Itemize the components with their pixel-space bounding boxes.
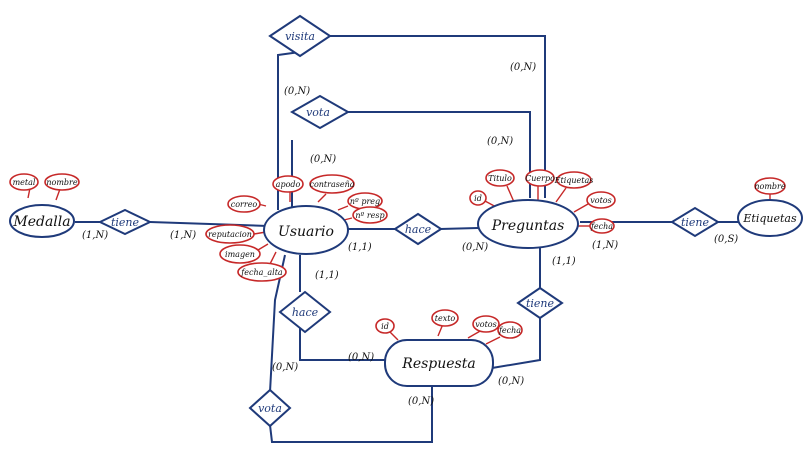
card-preguntas-etiquetas: (1,N) [592,240,618,251]
attr-preguntas-votos: votos [586,191,616,209]
card-respuesta-tiene: (0,N) [498,376,524,387]
attr-usuario-nresp: nº resp [352,206,388,224]
cardinalities: (1,N) (1,N) (0,N) (0,N) (0,N) (0,N) (1,1… [82,62,738,407]
attr-preguntas-fecha: fecha [589,218,615,234]
rel-hace-respuesta: hace [278,290,332,334]
card-preguntas-hace: (0,N) [462,242,488,253]
entity-respuesta: Respuesta [384,339,494,387]
rel-label: tiene [526,297,555,310]
attr-label: nombre [46,178,78,187]
attribute-lines [27,185,771,345]
rel-label: visita [285,30,315,43]
rel-label: vota [306,106,330,119]
attr-respuesta-id: id [375,318,395,334]
entity-label: Respuesta [401,356,475,372]
attr-usuario-contrasena: contraseña [309,174,355,194]
attr-label: fecha [498,326,521,335]
attr-label: Etiquetas [554,176,594,185]
attr-label: votos [475,320,496,329]
attr-label: contraseña [309,180,354,189]
rel-label: hace [405,223,432,236]
attr-label: nombre [754,182,786,191]
card-vota-resp-respuesta: (0,N) [408,396,434,407]
attr-usuario-imagen: imagen [219,244,261,264]
entity-label: Preguntas [491,218,565,234]
rel-label: tiene [111,216,140,229]
entity-usuario: Usuario [263,205,349,255]
card-vota-preguntas: (0,N) [487,136,513,147]
entity-etiquetas: Etiquetas [737,199,803,237]
entity-medalla: Medalla [9,204,75,238]
attr-medalla-metal: metal [9,173,39,191]
attr-label: id [474,194,482,203]
rel-tiene-medalla: tiene [97,208,153,236]
attr-respuesta-fecha: fecha [497,321,523,339]
rel-tiene-respuesta: tiene [516,286,564,320]
rel-label: tiene [681,216,710,229]
attr-label: correo [231,200,258,209]
attr-respuesta-votos: votos [472,315,500,333]
rel-visita: visita [268,14,332,58]
card-respuesta-hace: (0,N) [348,352,374,363]
attr-label: votos [590,196,611,205]
attr-preguntas-cuerpo: Cuerpo [525,169,555,187]
attr-preguntas-id: id [469,190,487,206]
attr-label: imagen [225,250,255,259]
entity-label: Usuario [278,224,334,240]
card-usuario-hace: (1,1) [348,242,372,253]
attr-label: fecha_alta [240,268,283,277]
rel-hace-pregunta: hace [393,212,443,246]
attr-label: nº resp [355,211,384,220]
entity-preguntas: Preguntas [477,199,579,249]
attr-label: apodo [276,180,301,189]
attr-label: nº preg [350,197,380,206]
attr-label: texto [435,314,456,323]
card-etiquetas-tiene: (0,S) [714,234,738,245]
card-usuario-tiene: (1,N) [170,230,196,241]
attr-label: metal [13,178,36,187]
card-usuario-hace-resp: (1,1) [315,270,339,281]
entity-label: Medalla [12,214,70,230]
card-preguntas-tiene: (1,1) [552,256,576,267]
rel-vota-respuesta: vota [248,388,292,428]
entity-label: Etiquetas [742,212,797,225]
relationship-lines [75,35,740,443]
card-vota-usuario: (0,N) [310,154,336,165]
attr-usuario-reputacion: reputacion [205,224,255,244]
attr-medalla-nombre: nombre [44,173,80,191]
attr-label: Cuerpo [525,174,555,183]
attr-usuario-fecha-alta: fecha_alta [237,262,287,282]
card-visita-preguntas: (0,N) [510,62,536,73]
attr-label: fecha [590,222,613,231]
card-medalla-tiene: (1,N) [82,230,108,241]
attr-usuario-apodo: apodo [272,175,304,193]
attr-label: id [381,322,389,331]
rel-label: hace [292,306,319,319]
attr-preguntas-etiquetas: Etiquetas [554,171,594,189]
attr-label: reputacion [208,230,252,239]
card-visita-usuario: (0,N) [284,86,310,97]
attr-label: Titulo [488,174,512,183]
attr-respuesta-texto: texto [431,309,459,327]
card-vota-resp-usuario: (0,N) [272,362,298,373]
attr-usuario-correo: correo [227,195,261,213]
rel-vota-pregunta: vota [289,94,351,130]
attr-etiquetas-nombre: nombre [754,177,786,195]
attr-preguntas-titulo: Titulo [485,169,515,187]
rel-label: vota [258,402,282,415]
rel-tiene-etiquetas: tiene [670,206,720,238]
